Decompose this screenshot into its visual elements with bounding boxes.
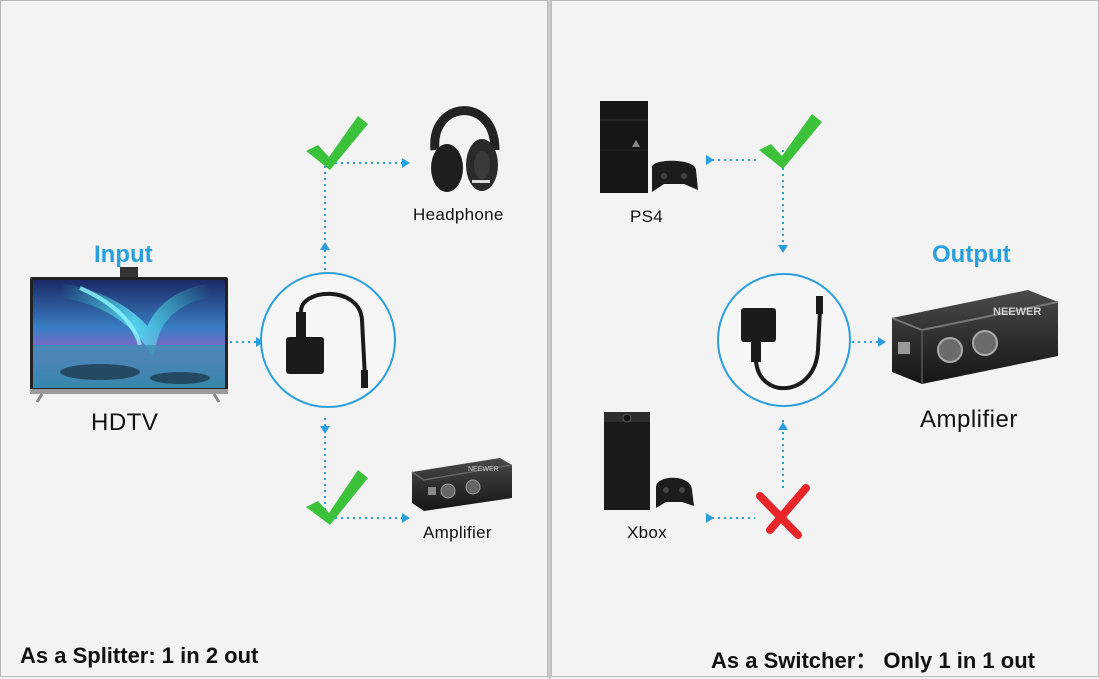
panel-divider <box>548 0 551 679</box>
output-heading: Output <box>932 241 1011 268</box>
ps4-icon <box>600 101 698 193</box>
input-heading: Input <box>94 241 153 268</box>
arrow-heads <box>256 158 410 523</box>
amplifier-icon: NEEWER <box>411 458 513 511</box>
ps4-label: PS4 <box>630 207 664 226</box>
headphone-icon <box>430 106 500 192</box>
arrow-icon <box>706 150 878 519</box>
splitter-cable-icon <box>260 272 396 408</box>
switcher-cable-icon <box>717 273 851 407</box>
xbox-icon <box>604 412 694 510</box>
switcher-caption: As a Switcher： Only 1 in 1 out <box>711 648 1035 673</box>
amplifier-label-right: Amplifier <box>920 406 1018 433</box>
hdtv-label: HDTV <box>91 409 159 436</box>
xbox-label: Xbox <box>627 523 667 542</box>
amplifier-label-left: Amplifier <box>423 523 492 542</box>
headphone-label: Headphone <box>413 205 504 224</box>
amplifier-icon: NEEWER <box>891 290 1059 384</box>
arrow-heads <box>706 155 886 523</box>
cross-icon <box>756 484 810 539</box>
amplifier-brand-text: NEEWER <box>993 306 1041 318</box>
svg-text:NEEWER: NEEWER <box>468 466 499 473</box>
splitter-caption: As a Splitter: 1 in 2 out <box>20 643 259 668</box>
arrow-icon <box>230 162 402 519</box>
check-icon <box>306 116 368 525</box>
tv-icon <box>30 267 228 403</box>
check-icon <box>759 114 822 169</box>
